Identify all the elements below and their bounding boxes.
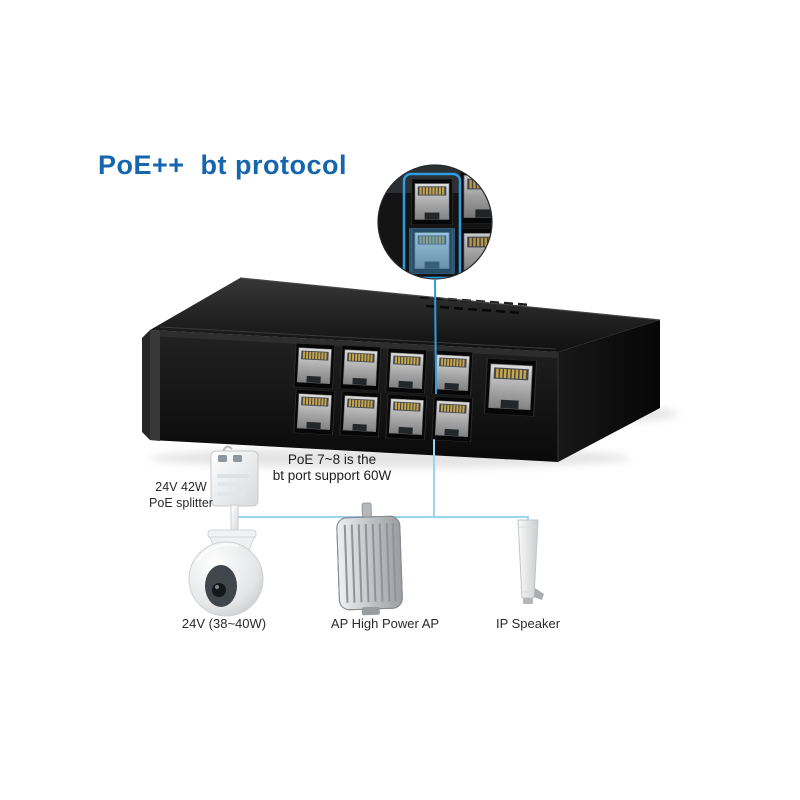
bt-port-tint [409,228,455,274]
speaker-label: IP Speaker [495,616,561,631]
bt-port-annotation: PoE 7~8 is the bt port support 60W [272,452,392,484]
ptz-camera-device [188,504,264,617]
poe-splitter-device [210,445,259,507]
uplink-port [483,358,538,417]
rj45-port [339,391,382,438]
splitter-label: 24V 42W PoE splitter [149,480,213,510]
camera-lens [212,583,226,597]
ap-heatsink-fins [343,523,397,603]
rj45-port [459,228,492,279]
rj45-port [385,348,428,395]
rj45-port [293,389,336,436]
magnifier-pointer-line [434,279,437,395]
rj45-port [431,350,474,397]
vent-slots [425,304,520,314]
rj45-port [385,394,428,441]
port-highlight-frame [402,172,462,279]
rj45-port [411,179,453,225]
rj45-port [293,343,336,390]
speaker-bracket [534,588,544,600]
rj45-port [459,170,492,224]
ip-speaker-device [517,519,544,604]
rj45-port [339,345,382,392]
page-title: PoE++ bt protocol [98,150,348,180]
rj45-port [431,396,474,443]
ap-label: AP High Power AP [330,616,440,631]
camera-label: 24V (38~40W) [181,616,267,631]
ap-device [336,502,403,616]
